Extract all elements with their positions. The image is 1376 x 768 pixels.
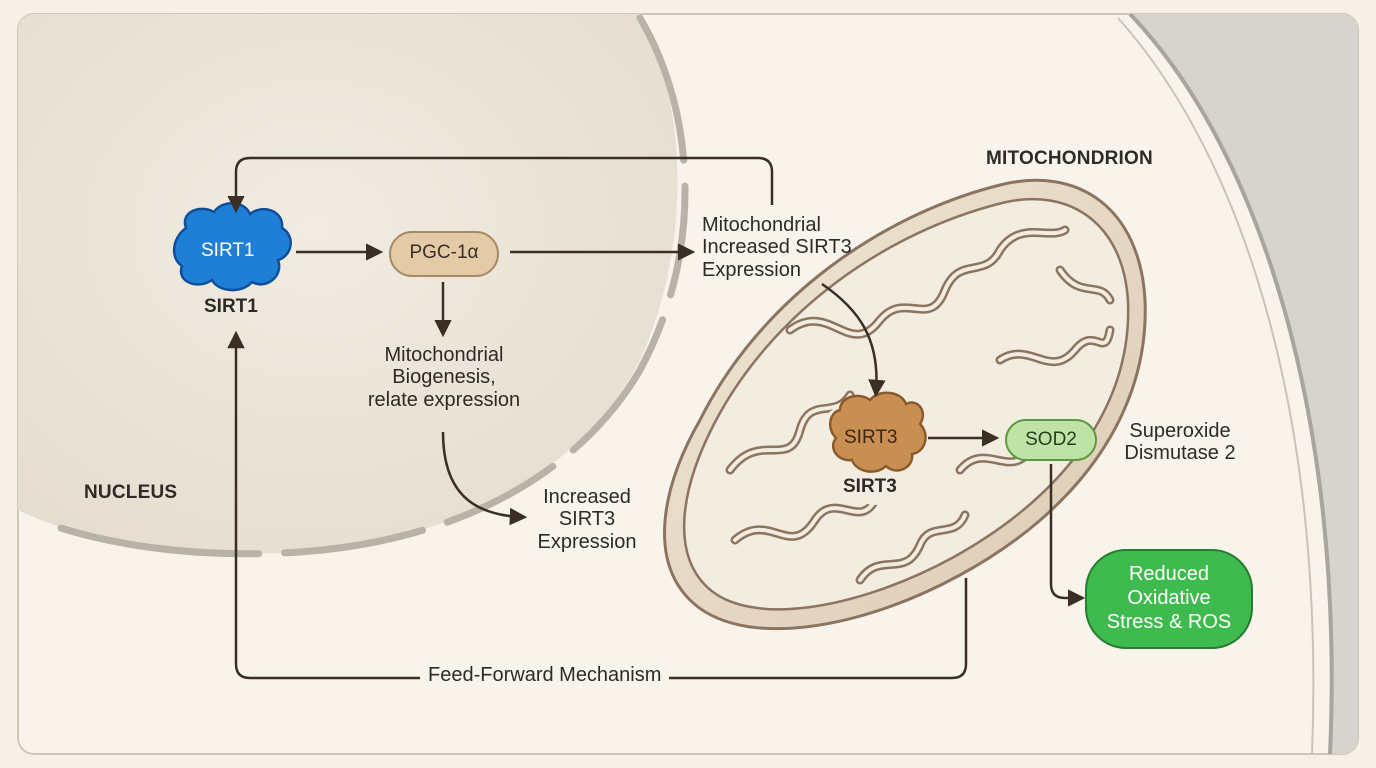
sirt1-node-label: SIRT1 bbox=[201, 240, 255, 261]
biogenesis-line-3: relate expression bbox=[367, 388, 521, 411]
arrow-biogenesis-to-increased bbox=[441, 431, 528, 526]
nucleus-label: NUCLEUS bbox=[84, 482, 178, 503]
sod2-node-label: SOD2 bbox=[1025, 429, 1077, 450]
cell-membrane-edge-inner bbox=[1117, 17, 1315, 754]
biogenesis-label: Mitochondrial Biogenesis, relate express… bbox=[350, 344, 538, 411]
ros-line-2: Oxidative bbox=[1127, 587, 1211, 609]
feed-forward-label: Feed-Forward Mechanism bbox=[420, 664, 670, 687]
increased-sirt3-line-1: Increased bbox=[543, 486, 631, 508]
mito-increased-line-2: Increased SIRT3 bbox=[702, 236, 852, 259]
sod2-full-line-1: Superoxide bbox=[1129, 420, 1231, 442]
increased-sirt3-label: Increased SIRT3 Expression bbox=[528, 486, 646, 553]
sod2-full-name: Superoxide Dismutase 2 bbox=[1110, 420, 1250, 465]
arrow-expression-to-sirt3 bbox=[821, 282, 886, 398]
arrow-sod2-to-ros bbox=[1049, 464, 1086, 607]
mito-increased-line-1: Mitochondrial bbox=[702, 214, 821, 236]
cell-membrane-edge bbox=[1128, 14, 1334, 754]
nuclear-envelope bbox=[18, 14, 689, 558]
ros-line-1: Reduced bbox=[1128, 563, 1210, 585]
sirt1-caption: SIRT1 bbox=[204, 296, 258, 317]
biogenesis-line-2: Biogenesis, bbox=[392, 366, 496, 389]
increased-sirt3-line-3: Expression bbox=[537, 530, 637, 553]
cell-membrane bbox=[1130, 14, 1358, 754]
sod2-shape bbox=[1005, 419, 1097, 461]
biogenesis-line-1: Mitochondrial bbox=[384, 344, 504, 366]
ros-shape bbox=[1085, 549, 1253, 649]
ros-node-label: Reduced Oxidative Stress & ROS bbox=[1086, 562, 1252, 634]
cristae-highlight bbox=[728, 228, 1112, 582]
mitochondrion-label: MITOCHONDRION bbox=[986, 148, 1153, 169]
arrow-loop-to-sirt1 bbox=[227, 156, 774, 214]
sirt3-node-label: SIRT3 bbox=[844, 427, 898, 448]
sirt3-caption: SIRT3 bbox=[843, 476, 897, 497]
pgc1a-node-label: PGC-1α bbox=[409, 242, 479, 263]
pgc1a-shape bbox=[389, 231, 499, 277]
sod2-full-line-2: Dismutase 2 bbox=[1124, 442, 1236, 465]
mito-increased-line-3: Expression bbox=[702, 258, 801, 281]
ros-line-3: Stress & ROS bbox=[1106, 611, 1232, 633]
increased-sirt3-line-2: SIRT3 bbox=[558, 508, 616, 531]
mito-increased-expression-label: Mitochondrial Increased SIRT3 Expression bbox=[702, 214, 852, 281]
sirt1-protein-shape bbox=[173, 202, 292, 292]
nucleus-shape bbox=[18, 14, 678, 554]
